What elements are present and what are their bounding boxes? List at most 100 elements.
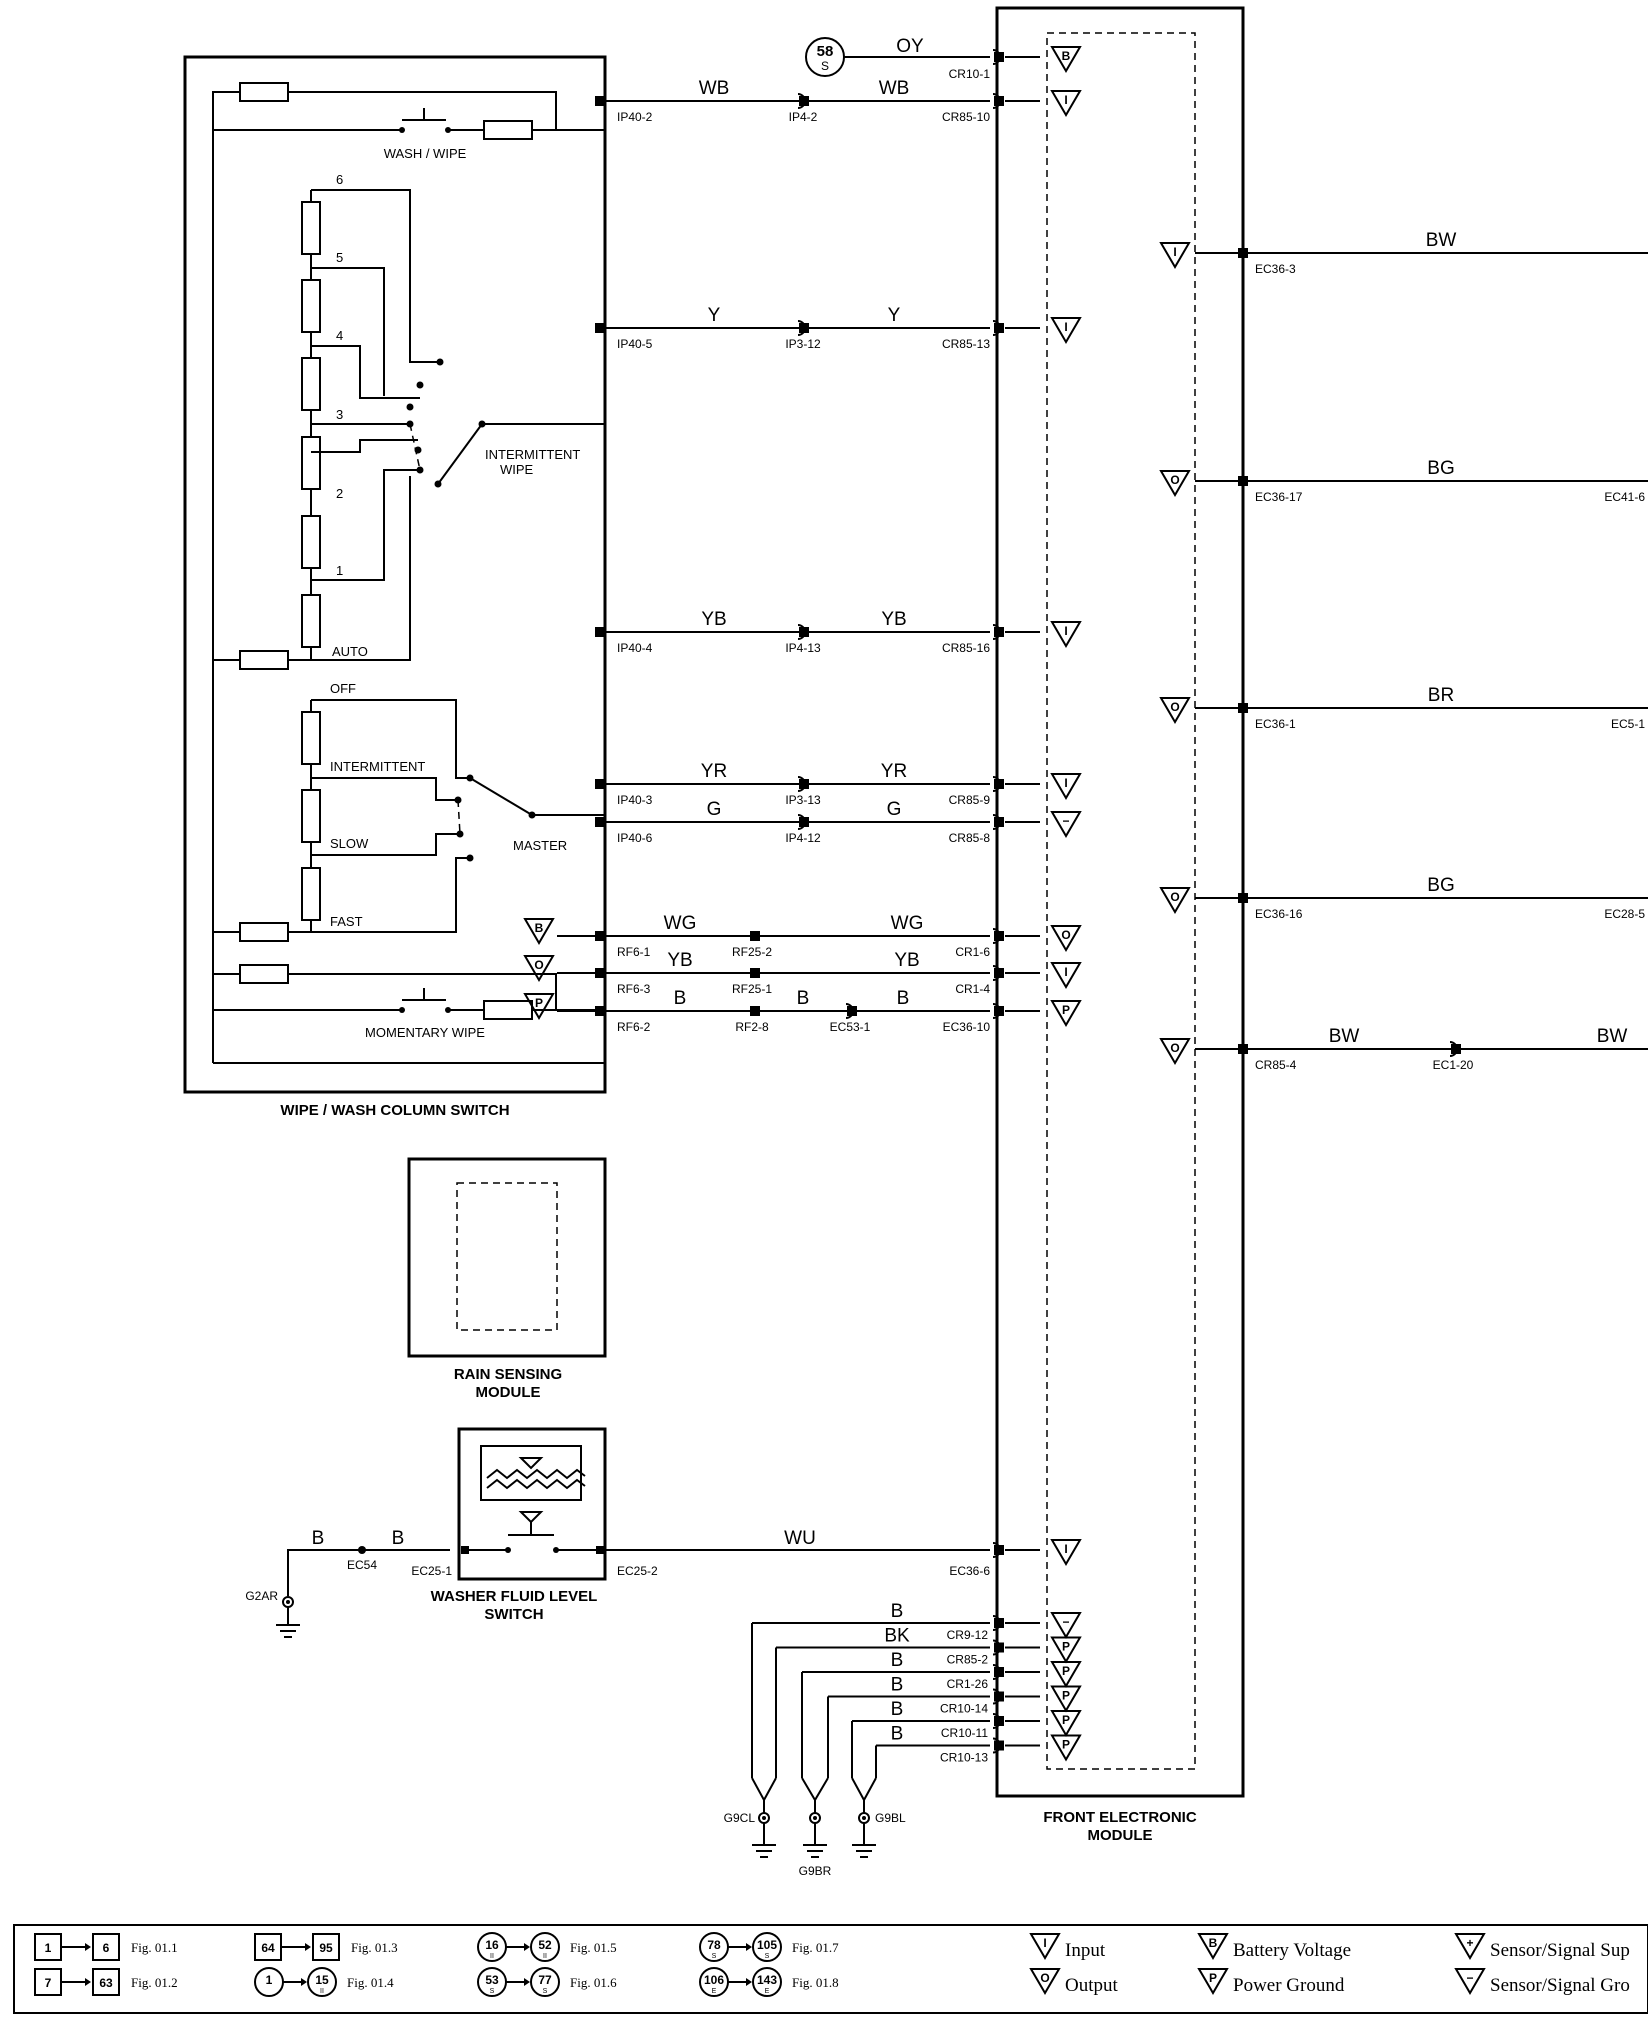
ground-merge	[801, 1777, 829, 1802]
washer-conn-right: EC25-2	[617, 1564, 658, 1578]
rain-inner-symbol: O	[523, 955, 555, 982]
ground-point-dot	[813, 1816, 817, 1820]
right-conn: CR85-10	[942, 110, 990, 124]
legend-to: 77	[538, 1973, 552, 1987]
output-conn: EC36-3	[1255, 262, 1296, 276]
master-label: MASTER	[513, 838, 567, 853]
ground-symbol: P	[1050, 1685, 1082, 1713]
ground-conn: CR9-12	[947, 1628, 989, 1642]
power-ref-code: S	[821, 59, 829, 73]
rain-right-conn: EC36-10	[943, 1020, 991, 1034]
ground-symbol-letter: P	[1062, 1640, 1070, 1654]
momentary-wipe-label: MOMENTARY WIPE	[365, 1025, 485, 1040]
legend-arrow-head	[746, 1978, 752, 1986]
master-fast: FAST	[330, 914, 363, 929]
fem-output-pin	[1238, 893, 1248, 903]
intermittent-wipe-label-1: INTERMITTENT	[485, 447, 580, 462]
fem-input-symbol: I	[1050, 90, 1082, 117]
rain-inner-symbol: P	[523, 993, 555, 1020]
fem-title-2: MODULE	[1088, 1827, 1153, 1844]
fem-symbol: P	[1050, 1000, 1082, 1027]
fem-output-symbol-triangle	[1159, 697, 1191, 724]
fem-input-symbol-letter: I	[1064, 624, 1067, 638]
legend-symbol-triangle	[1029, 1968, 1061, 1995]
right-conn: CR85-9	[949, 793, 991, 807]
ground-wire-color: B	[891, 1601, 904, 1622]
ground-conn: CR1-26	[947, 1677, 989, 1691]
rain-inner-symbol-triangle	[523, 993, 555, 1020]
legend-sub-from: S	[712, 1953, 717, 1960]
legend-circle-to	[752, 1932, 782, 1962]
fem-input-symbol: −	[1050, 811, 1082, 838]
legend-arrow-head	[85, 1978, 91, 1986]
output-far-conn: EC5-1	[1611, 717, 1645, 731]
legend-symbol-letter: −	[1466, 1971, 1473, 1985]
legend-to: 143	[757, 1973, 777, 1987]
pos-5: 5	[336, 250, 343, 265]
wire-color-left: Y	[708, 305, 721, 326]
legend-symbol-text: Sensor/Signal Gro	[1490, 1975, 1630, 1996]
output-wire-color: BR	[1428, 685, 1454, 706]
ground-symbol-triangle	[1050, 1685, 1082, 1713]
legend-fig: Fig. 01.8	[792, 1975, 839, 1990]
legend-symbol: +	[1454, 1933, 1486, 1960]
wire-color-left: B	[674, 988, 687, 1009]
fem-output-pin	[1238, 703, 1248, 713]
fem-output-symbol-letter: O	[1170, 473, 1179, 487]
legend-circle-to	[752, 1967, 782, 1997]
rain-pin	[595, 1006, 605, 1016]
legend-symbol-text: Input	[1065, 1940, 1106, 1961]
rain-right-conn: CR1-4	[955, 982, 990, 996]
legend-symbol: B	[1197, 1933, 1229, 1960]
inline-connector-pin	[799, 779, 809, 789]
left-conn: IP40-4	[617, 641, 653, 655]
power-ref-number: 58	[817, 43, 834, 60]
master-intermittent: INTERMITTENT	[330, 759, 425, 774]
legend-to: 105	[757, 1938, 777, 1952]
legend-from: 53	[485, 1973, 499, 1987]
rain-inner-symbol-triangle	[523, 918, 555, 945]
rain-left-conn: RF6-1	[617, 945, 651, 959]
fem-input-symbol-triangle	[1050, 90, 1082, 117]
ground-wire-color: B	[891, 1675, 904, 1696]
fem-connector-pin	[994, 817, 1004, 827]
ground-wire-color: B	[891, 1699, 904, 1720]
ground-merge	[751, 1777, 777, 1803]
rain-pin	[595, 968, 605, 978]
fem-output-symbol-letter: O	[1170, 700, 1179, 714]
ground-symbol-letter: P	[1062, 1664, 1070, 1678]
ground-wire-color: B	[891, 1650, 904, 1671]
column-switch: WIPE / WASH COLUMN SWITCH WASH / WIPE	[183, 55, 607, 1119]
legend-to: 6	[103, 1941, 110, 1955]
legend-fig: Fig. 01.3	[351, 1940, 398, 1955]
legend-sub-to: II	[320, 1988, 324, 1995]
ground-conn: CR10-11	[941, 1726, 988, 1740]
legend-arrow-head	[524, 1978, 530, 1986]
master-slow: SLOW	[330, 836, 369, 851]
washer-input-symbol-letter: I	[1064, 1542, 1067, 1556]
fem-symbol-triangle	[1050, 962, 1082, 989]
legend-circle-to	[530, 1932, 560, 1962]
legend-symbol-text: Sensor/Signal Sup	[1490, 1940, 1630, 1961]
fem-input-symbol-triangle	[1050, 621, 1082, 648]
ground-symbol-triangle	[1050, 1612, 1082, 1639]
output-wire-color: BG	[1427, 458, 1454, 479]
washer-wire-out: WU	[784, 1528, 816, 1549]
legend-sub-to: S	[543, 1988, 548, 1995]
left-conn: IP40-5	[617, 337, 653, 351]
legend-fig: Fig. 01.6	[570, 1975, 617, 1990]
fem-input-symbol-letter: I	[1064, 776, 1067, 790]
wire-color-right: YR	[881, 761, 907, 782]
legend-fig: Fig. 01.1	[131, 1940, 178, 1955]
fem-symbol-letter: O	[1061, 928, 1070, 942]
ground-symbol-letter: −	[1062, 1615, 1069, 1629]
legend-sub-from: E	[712, 1988, 717, 1995]
pos-auto: AUTO	[332, 644, 368, 659]
pos-2: 2	[336, 486, 343, 501]
legend-arrow-head	[301, 1978, 307, 1986]
